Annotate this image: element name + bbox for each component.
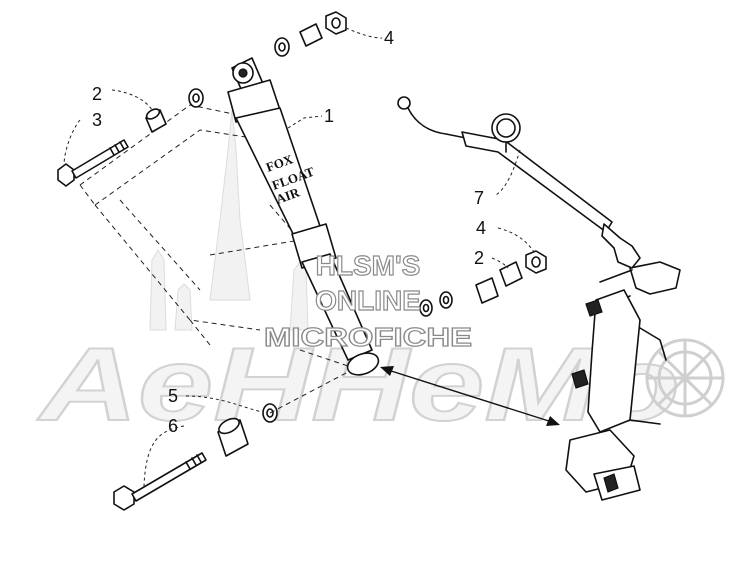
callout-7: 7 bbox=[474, 188, 484, 208]
upper-washer bbox=[188, 88, 204, 108]
lower-bolt bbox=[113, 452, 207, 511]
watermark-line-3: MICROFICHE bbox=[264, 322, 472, 352]
upper-spacer bbox=[145, 108, 167, 133]
watermark-line-1: HLSM'S bbox=[316, 250, 421, 281]
leader-lines bbox=[63, 27, 535, 487]
callout-2-upper: 2 bbox=[92, 84, 102, 104]
mounting-bracket bbox=[565, 261, 681, 501]
watermark-text: HLSM'S ONLINE MICROFICHE bbox=[263, 249, 472, 352]
lower-right-nut bbox=[419, 299, 433, 317]
callout-3: 3 bbox=[92, 110, 102, 130]
upper-spacer-right bbox=[299, 23, 323, 47]
assembly-arrow bbox=[380, 366, 560, 426]
lower-right-spacer bbox=[499, 261, 523, 287]
watermark-line-2: ONLINE bbox=[315, 285, 421, 316]
callout-labels: 1 2 3 4 7 4 2 5 6 bbox=[92, 28, 486, 436]
cathedral-silhouette bbox=[149, 109, 309, 331]
callout-2-lower: 2 bbox=[474, 248, 484, 268]
shock-absorber: FOX FLOAT AIR bbox=[227, 57, 380, 376]
callout-4-lower: 4 bbox=[476, 218, 486, 238]
upper-bolt bbox=[57, 139, 129, 187]
upper-right-washer bbox=[274, 37, 290, 57]
callout-1: 1 bbox=[324, 106, 334, 126]
lower-spacer bbox=[217, 417, 249, 457]
lower-right-lock-nut bbox=[525, 250, 547, 274]
lower-right-bushing bbox=[475, 277, 499, 304]
lower-right-washer bbox=[439, 291, 453, 309]
callout-5: 5 bbox=[168, 386, 178, 406]
lower-bolt-axis bbox=[269, 371, 349, 414]
air-pump bbox=[397, 96, 641, 269]
upper-lock-nut bbox=[325, 11, 347, 35]
callout-4-upper: 4 bbox=[384, 28, 394, 48]
callout-6: 6 bbox=[168, 416, 178, 436]
watermark-wheel bbox=[645, 338, 725, 418]
